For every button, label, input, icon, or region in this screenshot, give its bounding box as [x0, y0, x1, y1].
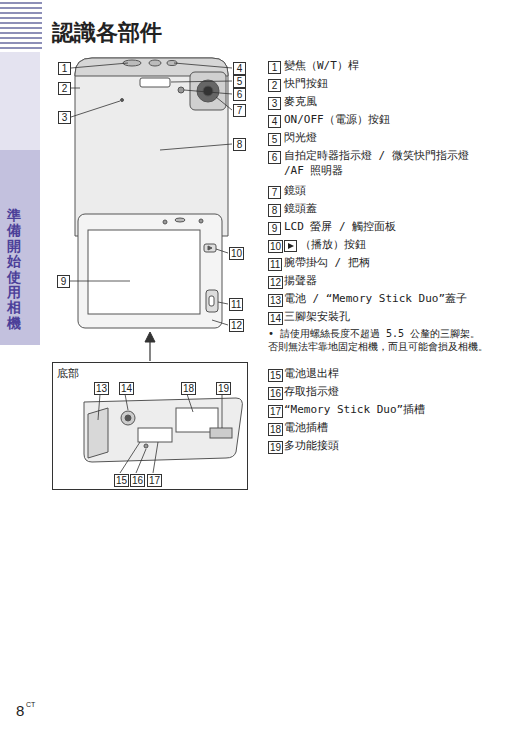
- leader-lines: [98, 394, 222, 473]
- callout-number: 8: [268, 204, 281, 217]
- part-name: 快門按鈕: [284, 76, 328, 91]
- callout-number: 5: [233, 75, 246, 88]
- part-name: 閃光燈: [284, 130, 317, 145]
- section-tab: 準備開始使用相機: [7, 208, 21, 331]
- page-title: 認識各部件: [52, 20, 162, 46]
- part-name: 三腳架安裝孔: [284, 309, 350, 324]
- callout-number: 1: [58, 62, 71, 75]
- callout-number: 13: [94, 382, 109, 395]
- part-name: 變焦（W/T）桿: [284, 58, 359, 73]
- callout-number: 19: [268, 441, 283, 454]
- callout-number: 2: [58, 82, 71, 95]
- callout-number: 12: [268, 276, 283, 289]
- callout-number: 8: [233, 138, 246, 151]
- callout-number: 15: [114, 474, 129, 487]
- view-arrow: [145, 332, 155, 361]
- camera-front: [75, 58, 228, 236]
- part-name: “Memory Stick Duo”插槽: [284, 402, 425, 417]
- callout-number: 7: [268, 186, 281, 199]
- part-name: 鏡頭: [284, 183, 306, 198]
- callout-number: 7: [233, 104, 246, 117]
- callout-number: 13: [268, 294, 283, 307]
- callout-number: 16: [268, 387, 283, 400]
- callout-number: 14: [119, 382, 134, 395]
- part-name: LCD 螢屏 / 觸控面板: [284, 219, 396, 234]
- callout-number: 6: [233, 88, 246, 101]
- note: • 請使用螺絲長度不超過 5.5 公釐的三腳架。否則無法牢靠地固定相機，而且可能…: [268, 327, 488, 353]
- callout-number: 4: [268, 115, 281, 128]
- side-band: [0, 150, 40, 345]
- callout-number: 17: [147, 474, 162, 487]
- page-suffix: CT: [26, 701, 35, 709]
- part-name: 揚聲器: [284, 273, 317, 288]
- callout-number: 4: [233, 62, 246, 75]
- part-name: ON/OFF（電源）按鈕: [284, 112, 390, 127]
- part-name: 電池 / “Memory Stick Duo”蓋子: [284, 291, 467, 306]
- callout-number: 1: [268, 61, 281, 74]
- part-name: 電池退出桿: [284, 366, 339, 381]
- callout-number: 9: [268, 222, 281, 235]
- callout-number: 14: [268, 312, 283, 325]
- view-heading: 底部: [53, 363, 83, 383]
- page-number: 8: [16, 702, 24, 719]
- side-band: [0, 52, 40, 150]
- part-name: 麥克風: [284, 94, 317, 109]
- part-name: 腕帶掛勾 / 把柄: [284, 255, 370, 270]
- play-icon: [285, 241, 297, 252]
- callout-number: 16: [130, 474, 145, 487]
- part-name: 存取指示燈: [284, 384, 339, 399]
- side-stripes: [0, 2, 42, 49]
- part-name: 自拍定時器指示燈 / 微笑快門指示燈 /AF 照明器: [284, 148, 489, 178]
- callout-number: 5: [268, 133, 281, 146]
- part-name: （播放）按鈕: [300, 237, 366, 252]
- callout-number: 9: [57, 275, 70, 288]
- camera-back: [78, 214, 222, 328]
- callout-number: 18: [181, 382, 196, 395]
- callout-number: 11: [229, 298, 243, 311]
- callout-number: 15: [268, 369, 283, 382]
- callout-number: 10: [229, 247, 244, 260]
- callout-number: 11: [268, 258, 282, 271]
- callout-number: 6: [268, 151, 281, 164]
- callout-number: 3: [58, 111, 71, 124]
- part-name: 電池插槽: [284, 420, 328, 435]
- part-name: 多功能接頭: [284, 438, 339, 453]
- callout-number: 12: [229, 319, 244, 332]
- callout-number: 2: [268, 79, 281, 92]
- part-name: 鏡頭蓋: [284, 201, 317, 216]
- callout-number: 18: [268, 423, 283, 436]
- callout-number: 17: [268, 405, 283, 418]
- leader-lines: [70, 249, 228, 325]
- camera-bottom: [84, 398, 242, 462]
- callout-number: 19: [216, 382, 231, 395]
- callout-number: 10: [268, 240, 283, 253]
- leader-lines: [71, 63, 232, 150]
- callout-number: 3: [268, 97, 281, 110]
